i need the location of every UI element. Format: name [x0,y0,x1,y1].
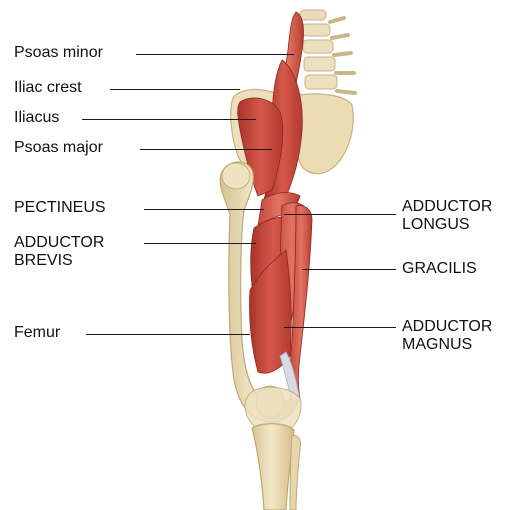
label-adductor-longus-line-1: ADDUCTOR [402,198,492,216]
leader-line-pectineus [144,209,264,210]
leader-line-psoas-major [140,149,272,150]
label-psoas-minor: Psoas minor [14,44,103,62]
label-iliacus: Iliacus [14,109,59,127]
sacrum [294,94,353,174]
label-pectineus: PECTINEUS [14,199,106,217]
lumbar-spine [300,10,355,93]
label-adductor-brevis-line-1: ADDUCTOR [14,234,104,252]
leader-line-femur [86,334,250,335]
leader-line-adductor-magnus [284,327,396,328]
label-psoas-major: Psoas major [14,139,103,157]
leader-line-gracilis [302,269,396,270]
label-adductor-longus-line-2: LONGUS [402,216,492,234]
label-adductor-longus: ADDUCTOR LONGUS [402,198,492,234]
leader-line-adductor-brevis [144,243,256,244]
label-adductor-magnus-line-1: ADDUCTOR [402,318,492,336]
leader-line-iliac-crest [110,89,240,90]
label-femur: Femur [14,324,60,342]
tibia-bone [252,424,294,510]
label-adductor-magnus: ADDUCTOR MAGNUS [402,318,492,354]
fibula-bone [290,436,301,510]
leader-line-adductor-longus [284,214,396,215]
label-adductor-magnus-line-2: MAGNUS [402,336,492,354]
label-iliac-crest: Iliac crest [14,79,82,97]
label-adductor-brevis: ADDUCTOR BREVIS [14,234,104,270]
greater-trochanter [222,163,250,189]
label-adductor-brevis-line-2: BREVIS [14,252,104,270]
leader-line-iliacus [82,119,256,120]
label-gracilis: GRACILIS [402,260,477,278]
leader-line-psoas-minor [136,54,294,55]
